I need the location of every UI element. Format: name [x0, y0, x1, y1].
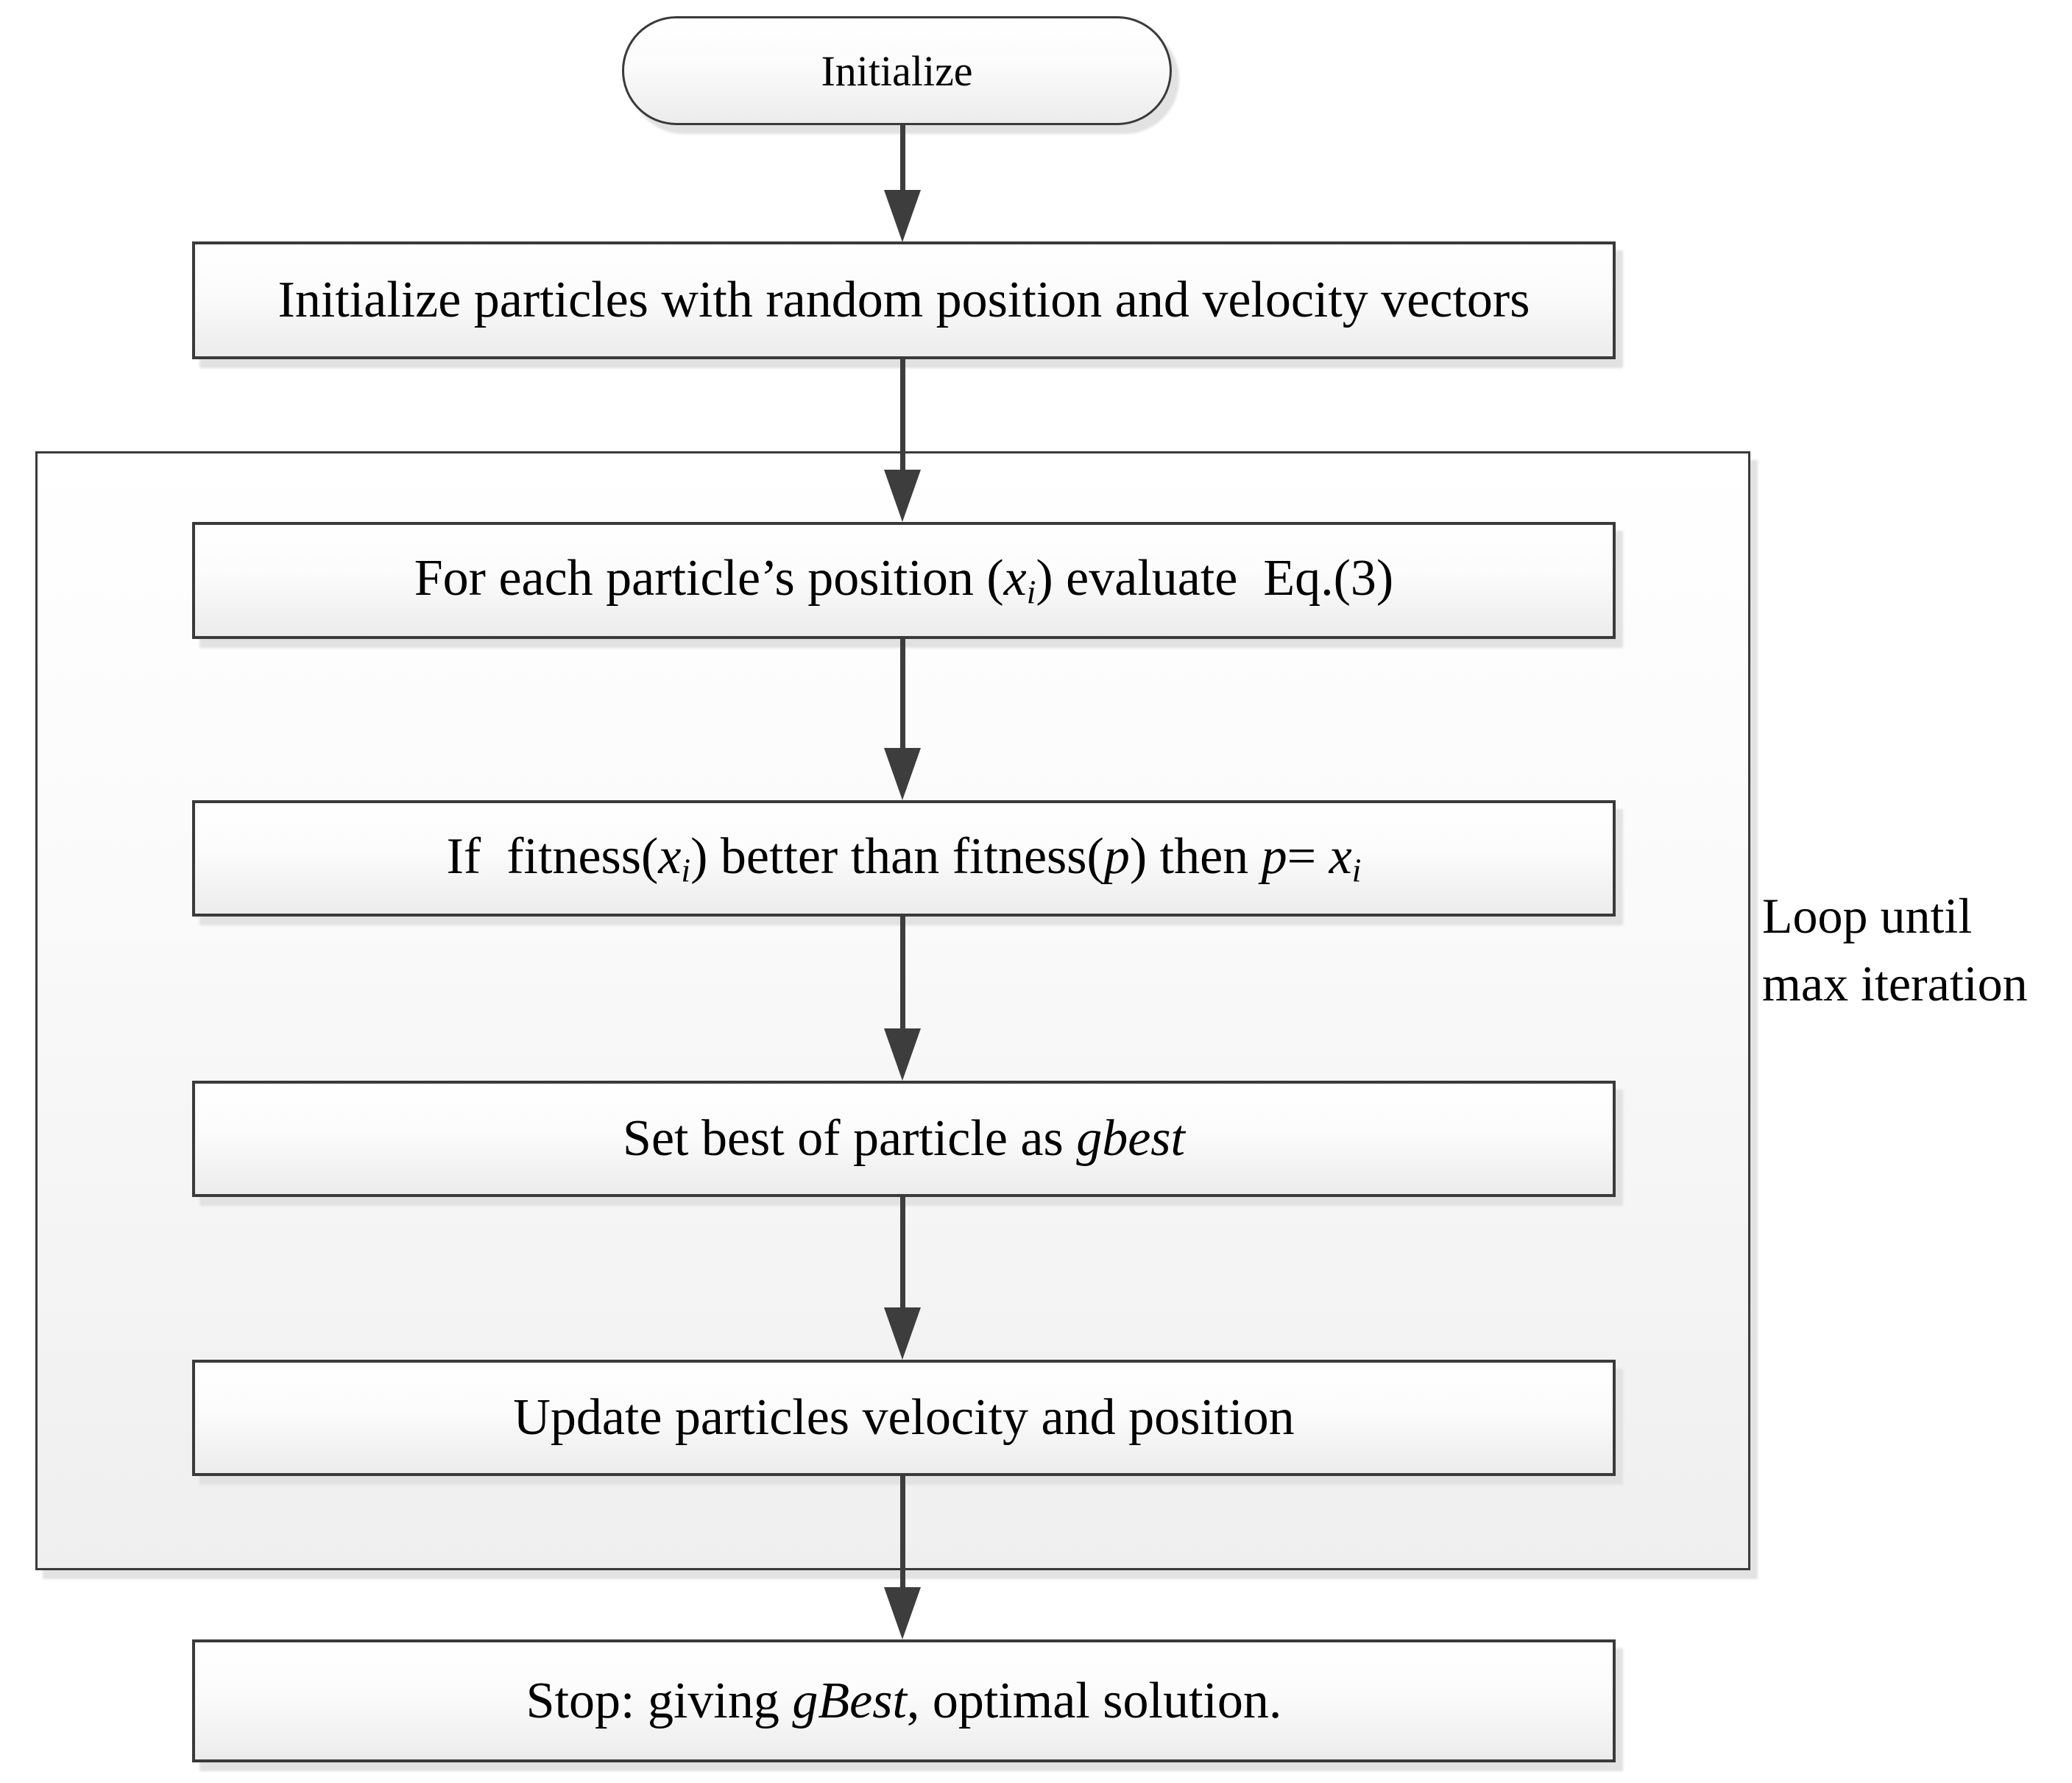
loop-label-line1: Loop until	[1762, 888, 1973, 944]
arrow-init-to-evaluate	[884, 359, 921, 522]
arrowhead-icon	[884, 1587, 921, 1639]
arrow-shaft	[899, 1197, 905, 1307]
arrowhead-icon	[884, 190, 921, 242]
start-label: Initialize	[821, 46, 973, 95]
arrow-shaft	[899, 359, 905, 470]
step-label-fitness: If fitness(xi) better than fitness(p) th…	[446, 827, 1362, 889]
step-label-update: Update particles velocity and position	[513, 1389, 1295, 1446]
loop-label-line2: max iteration	[1762, 956, 2028, 1011]
arrowhead-icon	[884, 748, 921, 800]
arrowhead-icon	[884, 470, 921, 522]
arrow-start-to-init	[884, 125, 921, 242]
loop-label: Loop until max iteration	[1762, 882, 2028, 1017]
arrow-shaft	[899, 1476, 905, 1587]
arrow-shaft	[899, 639, 905, 748]
step-box-update: Update particles velocity and position	[192, 1360, 1616, 1476]
stop-label: Stop: giving gBest, optimal solution.	[526, 1672, 1282, 1729]
arrow-update-to-stop	[884, 1476, 921, 1639]
arrow-shaft	[899, 917, 905, 1028]
step-label-evaluate: For each particle’s position (xi) evalua…	[414, 550, 1394, 611]
step-box-evaluate: For each particle’s position (xi) evalua…	[192, 522, 1616, 639]
arrow-fitness-to-gbest	[884, 917, 921, 1081]
arrow-gbest-to-update	[884, 1197, 921, 1360]
step-label-init-particles: Initialize particles with random positio…	[277, 272, 1530, 328]
step-box-init-particles: Initialize particles with random positio…	[192, 241, 1616, 359]
step-label-set-gbest: Set best of particle as gbest	[623, 1110, 1185, 1167]
step-box-set-gbest: Set best of particle as gbest	[192, 1081, 1616, 1197]
stop-box: Stop: giving gBest, optimal solution.	[192, 1639, 1616, 1762]
start-terminator: Initialize	[622, 16, 1172, 125]
step-box-fitness: If fitness(xi) better than fitness(p) th…	[192, 800, 1616, 917]
arrowhead-icon	[884, 1307, 921, 1360]
arrow-evaluate-to-fitness	[884, 639, 921, 800]
arrow-shaft	[899, 125, 905, 190]
arrowhead-icon	[884, 1028, 921, 1081]
